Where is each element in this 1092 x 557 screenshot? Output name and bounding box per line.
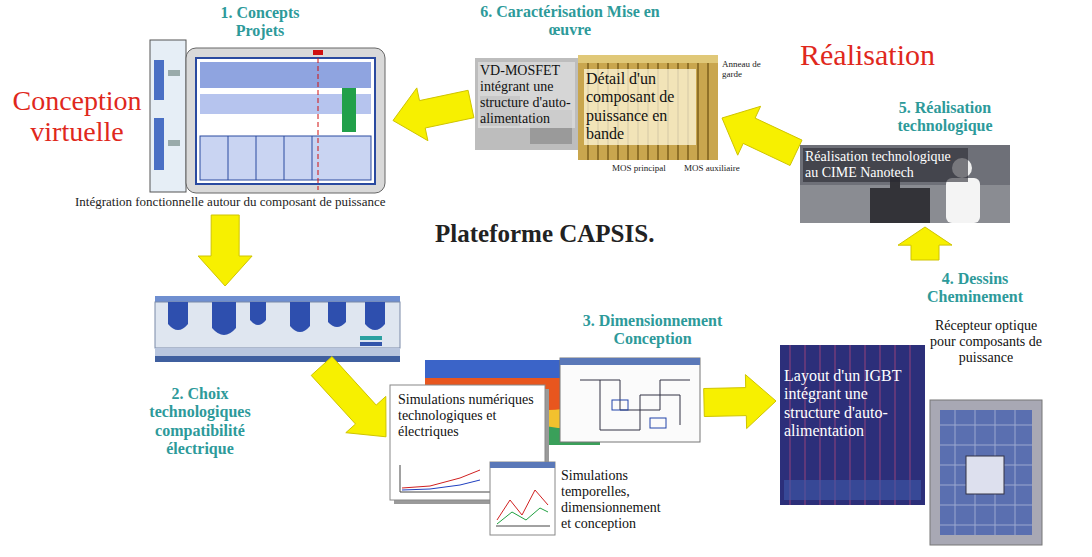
part-label: MOS principal [612,163,666,173]
figure-caption: Layout d'un IGBT intégrant une structure… [784,367,921,441]
part-label: Anneau de garde [722,60,770,80]
flow-arrow [898,227,952,260]
figure-caption: Détail d'un composant de puissance en ba… [584,69,696,145]
step-heading: 4. Dessins Cheminement [905,270,1045,307]
simulation-drawing [390,358,700,535]
chip-layout: 1. Concepts ProjetsIntégration fonctionn… [150,48,385,193]
layout-drawing [780,345,1042,545]
figure-caption: VD-MOSFET intégrant une structure d'auto… [478,62,575,128]
flow-arrow [393,88,474,141]
cleanroom-photo: 5. Réalisation technologiqueRéalisation … [800,145,1010,223]
figure-caption: Simulations temporelles, dimensionnement… [561,468,673,532]
section-label: Réalisation [800,38,935,73]
chip-layout-drawing [150,40,385,193]
step-heading: 6. Caractérisation Mise en œuvre [475,3,665,40]
chip-photo: 6. Caractérisation Mise en œuvreVD-MOSFE… [475,58,578,150]
step-heading: 1. Concepts Projets [205,4,315,41]
layout-view: 4. Dessins CheminementLayout d'un IGBT i… [780,345,925,505]
flow-arrow [722,106,802,165]
figure-caption: Simulations numériques technologiques et… [396,391,539,441]
diagram-title: Plateforme CAPSIS. [435,220,654,249]
simulation-window: Simulations numériques technologiques et… [390,385,545,500]
section-label: Conception virtuelle [4,86,150,148]
figure-caption: Récepteur optique pour composants de pui… [928,318,1044,366]
part-label: MOS auxiliaire [684,163,740,173]
optical-receiver: Récepteur optique pour composants de pui… [930,400,1042,545]
chip-photo-drawing [475,55,718,160]
cleanroom-drawing [800,145,1010,223]
step-heading: 2. Choix technologiques compatibilité él… [125,385,275,459]
simulation-window: Simulations temporelles, dimensionnement… [490,462,555,535]
figure-caption: Intégration fonctionnelle autour du comp… [75,195,385,210]
chip-photo: Détail d'un composant de puissance en ba… [578,55,718,160]
figure-caption: Réalisation technologique au CIME Nanote… [803,148,968,182]
cross-section: 2. Choix technologiques compatibilité él… [155,290,400,362]
step-heading: 3. Dimensionnement Conception [560,312,745,349]
step-heading: 5. Réalisation technologique [875,99,1015,136]
flow-arrow [704,375,776,429]
cross-section-drawing [155,296,400,362]
flow-arrow [311,357,386,437]
flow-arrow [198,215,252,286]
